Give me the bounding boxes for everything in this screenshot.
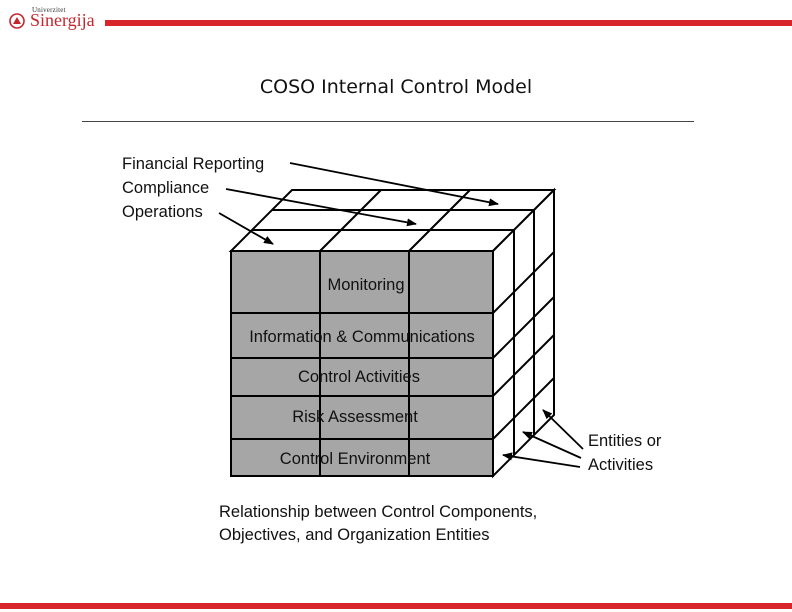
arrow-compliance [225, 188, 417, 227]
entities-label-line1: Entities or [588, 432, 662, 450]
caption-line2: Objectives, and Organization Entities [219, 526, 490, 544]
university-logo: Univerzitet Sinergija [6, 6, 102, 32]
arrow-entities-1 [542, 409, 584, 450]
title-divider [82, 121, 694, 122]
entities-label-line2: Activities [588, 456, 653, 474]
arrow-entities-3 [502, 452, 581, 468]
arrow-entities-2 [522, 431, 582, 459]
logo-subtitle: Univerzitet [32, 6, 66, 14]
diagram-caption: Relationship between Control Components,… [219, 501, 619, 547]
objective-financial-reporting: Financial Reporting [122, 155, 264, 173]
logo-name: Sinergija [30, 10, 95, 30]
arrow-financial-reporting [289, 162, 499, 207]
component-control-environment: Control Environment [280, 450, 431, 468]
component-monitoring: Monitoring [327, 276, 404, 294]
header-accent-bar [105, 20, 792, 26]
component-risk-assessment: Risk Assessment [292, 408, 418, 426]
objective-compliance: Compliance [122, 179, 209, 197]
top-grid [252, 189, 534, 252]
footer-accent-bar [0, 603, 792, 609]
caption-line1: Relationship between Control Components, [219, 503, 538, 521]
university-seal-icon [9, 13, 25, 29]
component-information-communications: Information & Communications [249, 328, 475, 346]
front-grid [231, 251, 493, 476]
arrow-operations [218, 212, 274, 245]
side-grid [492, 210, 555, 455]
slide-title: COSO Internal Control Model [259, 76, 533, 98]
objective-operations: Operations [122, 203, 203, 221]
component-control-activities: Control Activities [298, 368, 420, 386]
